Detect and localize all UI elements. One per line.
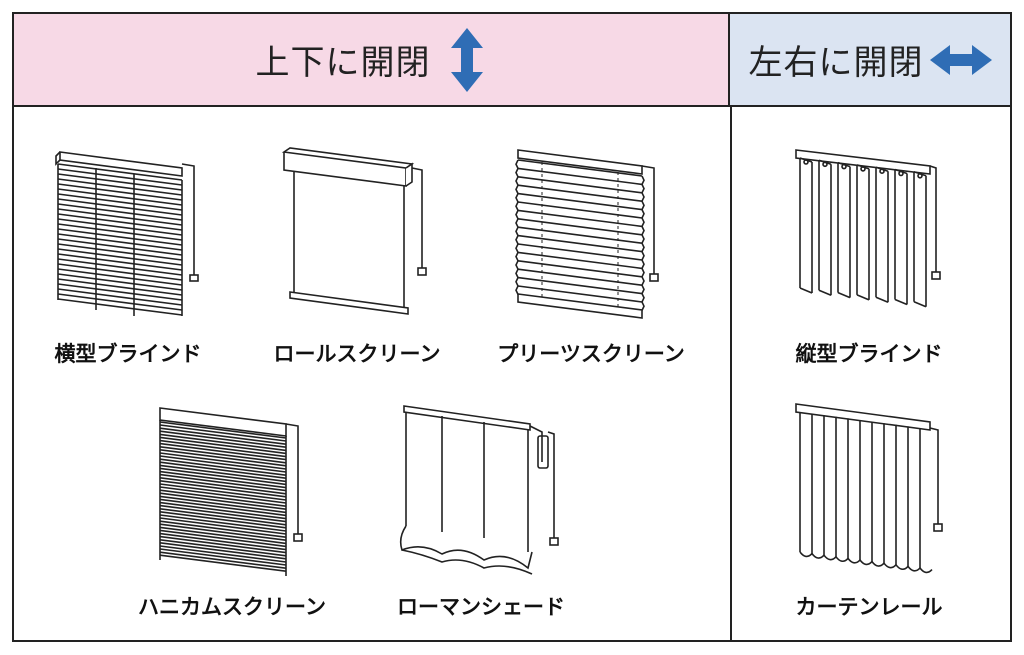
vertical-open-header: 上下に開閉 xyxy=(14,14,730,107)
pleated-screen-icon xyxy=(515,149,659,319)
roll-screen-label: ロールスクリーン xyxy=(273,342,441,366)
comparison-table: 上下に開閉 左右に開閉 xyxy=(12,12,1012,642)
roll-screen-icon xyxy=(281,147,427,315)
vertical-blind-label: 縦型ブラインド xyxy=(795,342,943,366)
pleated-screen-label: プリーツスクリーン xyxy=(497,342,685,366)
vertical-open-label: 上下に開閉 xyxy=(255,43,431,83)
curtain-rail-label: カーテンレール xyxy=(795,595,943,619)
horizontal-open-label: 左右に開閉 xyxy=(748,43,924,83)
horizontal-blind-label: 横型ブラインド xyxy=(54,342,202,366)
honeycomb-screen-icon xyxy=(159,407,303,576)
left-right-arrow-icon xyxy=(929,44,992,75)
roman-shade-icon xyxy=(399,405,559,575)
horizontal-open-header: 左右に開閉 xyxy=(730,14,1010,107)
horizontal-blind-icon xyxy=(55,151,199,316)
honeycomb-screen-label: ハニカムスクリーン xyxy=(138,595,326,619)
up-down-arrow-icon xyxy=(450,27,483,92)
vertical-blind-icon xyxy=(795,149,941,308)
column-divider xyxy=(730,107,732,642)
curtain-rail-icon xyxy=(795,403,943,574)
roman-shade-label: ローマンシェード xyxy=(397,595,565,619)
